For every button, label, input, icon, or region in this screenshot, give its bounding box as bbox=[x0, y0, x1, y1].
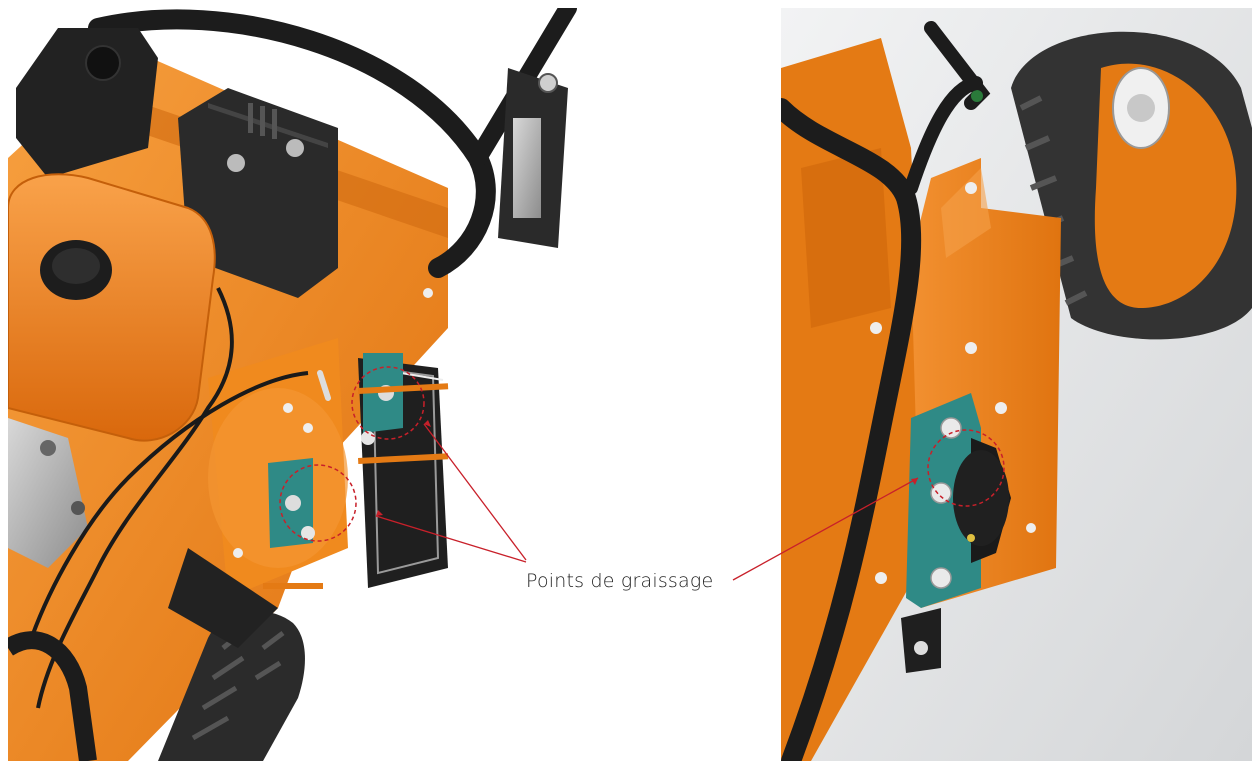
front-wheel bbox=[158, 611, 305, 761]
rear-wheel bbox=[1011, 31, 1252, 340]
grease-point-marker-right bbox=[927, 429, 1005, 507]
engine-cap-icon bbox=[85, 45, 121, 81]
side-handle-bar bbox=[781, 98, 922, 761]
lower-handle bbox=[8, 631, 97, 761]
fuel-tank bbox=[8, 173, 216, 442]
callout-label: Points de graissage bbox=[526, 570, 714, 592]
grease-point-marker-lower bbox=[279, 464, 357, 542]
grease-point-marker-upper bbox=[351, 366, 425, 440]
engine-cover bbox=[16, 28, 158, 178]
machine-view-left bbox=[8, 8, 620, 761]
handle-bar bbox=[88, 9, 496, 278]
machine-right-illustration bbox=[781, 8, 1252, 761]
machine-view-right bbox=[781, 8, 1252, 761]
machine-left-illustration bbox=[8, 8, 577, 761]
engine-block bbox=[8, 418, 88, 568]
